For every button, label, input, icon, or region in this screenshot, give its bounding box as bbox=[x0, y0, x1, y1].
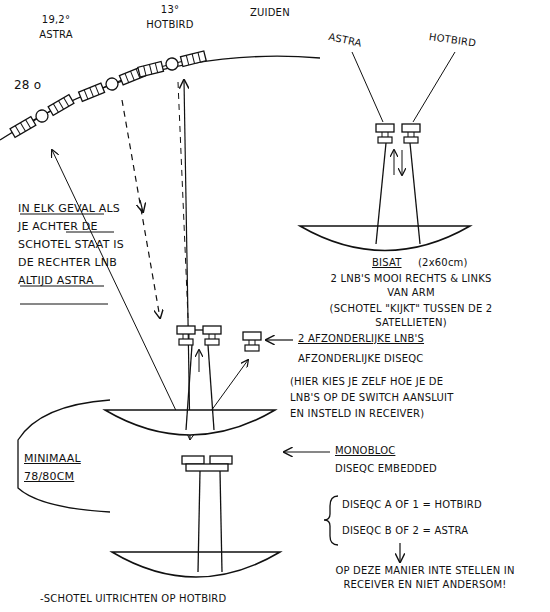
note-text: IN ELK GEVAL ALS JE ACHTER DE SCHOTEL ST… bbox=[18, 200, 130, 290]
instruction-text: -SCHOTEL UITRICHTEN OP HOTBIRD bbox=[40, 592, 300, 606]
lnb-symbol bbox=[243, 332, 261, 351]
arrow-head bbox=[199, 350, 200, 372]
option-title: 2 AFZONDERLIJKE LNB'S bbox=[298, 332, 458, 346]
dish-arm bbox=[376, 143, 386, 244]
dish-arm bbox=[208, 345, 214, 430]
option-title: MONOBLOC bbox=[335, 444, 435, 458]
beam-line bbox=[352, 52, 383, 122]
satellite-label: ASTRA bbox=[327, 30, 379, 54]
option-text: DISEQC EMBEDDED bbox=[335, 462, 475, 476]
signal-dashed-line bbox=[178, 82, 188, 318]
dish-arm bbox=[198, 471, 200, 572]
arrow-head bbox=[402, 150, 403, 175]
setting-text: DISEQC A OF 1 = HOTBIRD bbox=[342, 498, 532, 512]
dish-bowl bbox=[105, 410, 275, 435]
satellite-label: HOTBIRD bbox=[428, 30, 489, 52]
monobloc-lnb bbox=[182, 456, 204, 464]
satellite-label: 28 o bbox=[14, 78, 54, 92]
direction-label: ZUIDEN bbox=[250, 6, 310, 20]
lnb-symbol bbox=[376, 124, 394, 143]
pointer-arrow bbox=[399, 543, 400, 562]
lnb-bar bbox=[195, 329, 203, 330]
beam-line bbox=[413, 52, 455, 122]
lnb-symbol bbox=[402, 124, 420, 143]
option-text: AFZONDERLIJKE DISEQC bbox=[298, 352, 458, 366]
lnb-symbol bbox=[203, 326, 221, 345]
dish-bowl bbox=[300, 226, 470, 251]
bracket bbox=[18, 400, 110, 512]
monobloc-lnb bbox=[210, 456, 232, 464]
dish-arm bbox=[186, 345, 192, 430]
satellite-symbol bbox=[10, 94, 75, 138]
satellite-label: 13° HOTBIRD bbox=[144, 2, 196, 32]
pointer-arrow bbox=[266, 339, 293, 340]
underline bbox=[20, 304, 108, 305]
setting-text: DISEQC B OF 2 = ASTRA bbox=[342, 524, 532, 538]
dish-bowl bbox=[112, 552, 280, 577]
arrow-head bbox=[140, 200, 143, 212]
dish-size: (2x60cm) bbox=[418, 256, 488, 270]
note-text: (SCHOTEL "KIJKT" TUSSEN DE 2 SATELLIETEN… bbox=[326, 302, 496, 330]
satellite-label: 19,2° ASTRA bbox=[30, 12, 82, 42]
dish-title: BISAT bbox=[372, 256, 412, 270]
pointer-arrow bbox=[284, 451, 330, 452]
note-text: (HIER KIES JE ZELF HOE JE DE LNB'S OP DE… bbox=[290, 374, 460, 422]
satellite-symbol bbox=[78, 66, 146, 103]
note-text: OP DEZE MANIER INTE STELLEN IN RECEIVER … bbox=[310, 564, 540, 592]
brace bbox=[324, 496, 338, 545]
arrow-head bbox=[394, 150, 395, 175]
monobloc-body bbox=[186, 464, 228, 471]
dish-arm bbox=[220, 471, 222, 572]
lnb-symbol bbox=[177, 326, 195, 345]
satellite-symbol bbox=[138, 50, 207, 78]
signal-dashed-arrow bbox=[122, 100, 160, 318]
beam-arrow bbox=[52, 150, 190, 440]
note-text: 2 LNB'S MOOI RECHTS & LINKS VAN ARM bbox=[326, 272, 496, 300]
dish-arm bbox=[410, 143, 420, 244]
size-label: MINIMAAL 78/80CM bbox=[24, 450, 104, 486]
